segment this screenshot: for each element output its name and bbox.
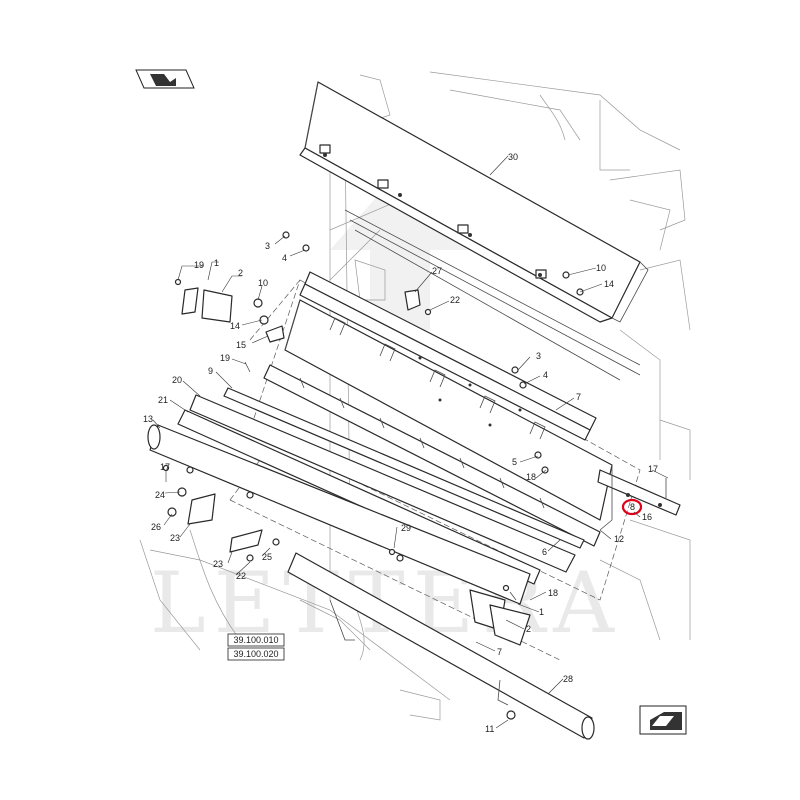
callout-26[interactable]: 26: [151, 522, 161, 532]
callout-2[interactable]: 2: [238, 268, 243, 278]
callout-10[interactable]: 10: [596, 263, 606, 273]
leader-lines: [152, 155, 669, 729]
part-28-lower-tube: [287, 552, 595, 740]
right-end-bracket: [597, 465, 681, 531]
callout-7-lower[interactable]: 7: [497, 647, 502, 657]
callout-12[interactable]: 12: [614, 534, 624, 544]
part-7-upper-strip: [299, 271, 597, 441]
callout-4-right[interactable]: 4: [543, 370, 548, 380]
part-21-bar: [177, 409, 541, 585]
reference-boxes: 39.100.010 39.100.020: [227, 633, 285, 661]
callout-4[interactable]: 4: [282, 253, 287, 263]
ref-link-2[interactable]: 39.100.020: [233, 649, 278, 659]
callout-8[interactable]: 8: [630, 502, 635, 512]
lower-brackets: [469, 589, 531, 646]
callout-23-lower[interactable]: 23: [213, 559, 223, 569]
callout-22[interactable]: 22: [450, 295, 460, 305]
callout-24[interactable]: 24: [155, 490, 165, 500]
callout-13[interactable]: 13: [143, 414, 153, 424]
next-page-arrow-icon[interactable]: [639, 705, 687, 735]
callout-30[interactable]: 30: [508, 152, 518, 162]
callout-19[interactable]: 19: [194, 260, 204, 270]
callout-21[interactable]: 21: [158, 395, 168, 405]
callout-27[interactable]: 27: [432, 266, 442, 276]
callout-7[interactable]: 7: [576, 392, 581, 402]
ref-link-1[interactable]: 39.100.010: [233, 635, 278, 645]
callout-18-lower[interactable]: 18: [548, 588, 558, 598]
callout-22-lower[interactable]: 22: [236, 571, 246, 581]
part-6-notched-strip: [263, 364, 601, 547]
callout-10-left[interactable]: 10: [258, 278, 268, 288]
callout-2-lower[interactable]: 2: [526, 624, 531, 634]
callout-25[interactable]: 25: [262, 552, 272, 562]
callout-29[interactable]: 29: [401, 523, 411, 533]
callout-1[interactable]: 1: [214, 258, 219, 268]
callout-3-right[interactable]: 3: [536, 351, 541, 361]
callout-14[interactable]: 14: [604, 279, 614, 289]
callout-5[interactable]: 5: [512, 457, 517, 467]
callout-17-right[interactable]: 17: [648, 464, 658, 474]
callout-17-left[interactable]: 17: [160, 462, 170, 472]
callout-16[interactable]: 16: [642, 512, 652, 522]
part-9-bar: [223, 387, 585, 549]
upper-rail: [344, 209, 641, 381]
small-brackets-left: [162, 231, 310, 562]
callout-labels: 30 3 4 10 14 27 22 19 1 2 10 14 15 19 9 …: [143, 152, 658, 734]
callout-1-lower[interactable]: 1: [539, 607, 544, 617]
callout-6[interactable]: 6: [542, 547, 547, 557]
callout-19-lower[interactable]: 19: [220, 353, 230, 363]
callout-15[interactable]: 15: [236, 340, 246, 350]
callout-14-left[interactable]: 14: [230, 321, 240, 331]
part-30-upper-cover: [299, 81, 649, 323]
book-arrow-icon[interactable]: [135, 69, 195, 89]
main-plate: [284, 299, 613, 521]
callout-9[interactable]: 9: [208, 366, 213, 376]
callout-23[interactable]: 23: [170, 533, 180, 543]
part-13-tube: [147, 424, 531, 605]
callout-11[interactable]: 11: [485, 724, 494, 734]
part-20-bar: [189, 394, 576, 573]
callout-3[interactable]: 3: [265, 241, 270, 251]
highlight-part-8: [621, 498, 643, 516]
callout-20[interactable]: 20: [172, 375, 182, 385]
callout-18[interactable]: 18: [526, 472, 536, 482]
callout-28[interactable]: 28: [563, 674, 573, 684]
